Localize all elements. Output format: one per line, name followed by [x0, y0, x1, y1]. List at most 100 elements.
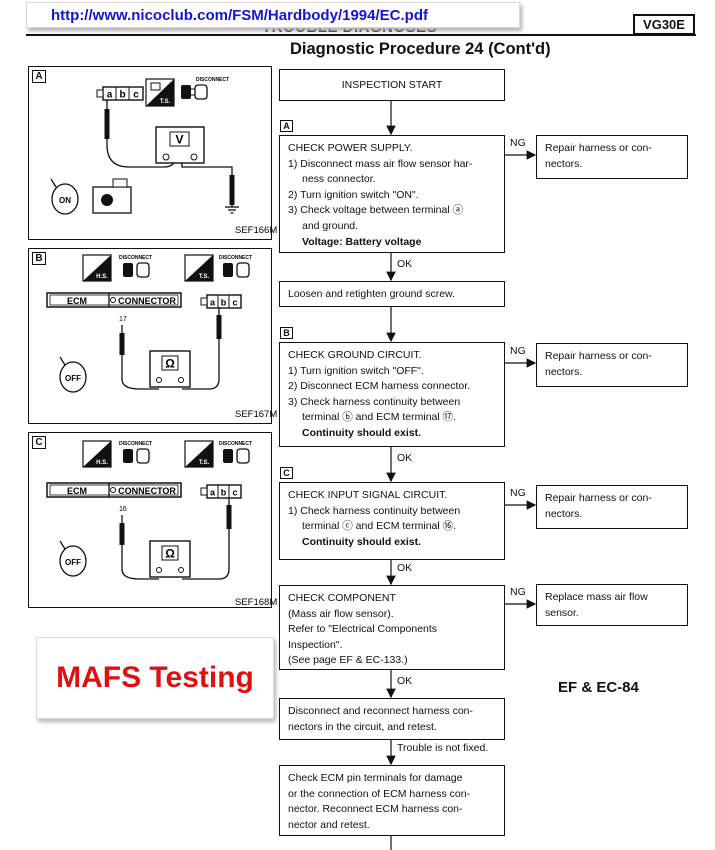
- step-b-ng-label: NG: [510, 345, 526, 357]
- disconnect-retest-box: Disconnect and reconnect harness con- ne…: [279, 698, 505, 740]
- panel-b-meter-symbol: Ω: [165, 357, 175, 371]
- panel-b-disconnect-label-2: DISCONNECT: [219, 255, 252, 261]
- final-check-box: Check ECM pin terminals for damage or th…: [279, 765, 505, 836]
- panel-c-meter-symbol: Ω: [165, 547, 175, 561]
- step-c-ok-label: OK: [397, 562, 413, 574]
- panel-c-ts-label: T.S.: [199, 460, 210, 466]
- panel-tag-a: A: [32, 70, 46, 83]
- not-fixed-label: Trouble is not fixed.: [397, 742, 489, 754]
- diagram-panel-b: B H.S. DISCONNECT T.S. DISCONNECT ECM CO…: [28, 248, 277, 424]
- final-line-2: or the connection of ECM harness con-: [288, 787, 471, 800]
- final-line-3: nector. Reconnect ECM harness con-: [288, 803, 463, 816]
- page-number: EF & EC-84: [558, 679, 639, 696]
- step-b-ng-action-line-1: Repair harness or con-: [545, 350, 652, 362]
- panel-a-diagram: a b c V T.S. DISCONNECT ON SEF166M: [50, 77, 277, 236]
- step-a-line-4: 2) Turn ignition switch "ON".: [288, 188, 419, 201]
- step-b-ok-label: OK: [397, 452, 413, 464]
- panel-b-ecm-label: ECM: [67, 296, 87, 306]
- panel-c-pin-a: a: [210, 488, 216, 498]
- panel-b-ecm-pin: 17: [119, 316, 127, 323]
- component-ng-action-box: Replace mass air flow sensor.: [536, 584, 688, 626]
- component-ng-action-line-2: sensor.: [545, 606, 579, 619]
- check-ground-circuit-box: CHECK GROUND CIRCUIT. 1) Turn ignition s…: [279, 342, 505, 447]
- component-ng-action-line-1: Replace mass air flow: [545, 591, 648, 603]
- step-c-ng-action-box: Repair harness or con- nectors.: [536, 485, 688, 529]
- step-b-tag: B: [280, 327, 293, 339]
- step-c-ng-action-line-1: Repair harness or con-: [545, 492, 652, 504]
- component-line-2: (Mass air flow sensor).: [288, 607, 394, 620]
- step-b-line-1: CHECK GROUND CIRCUIT.: [288, 349, 422, 361]
- step-a-tag: A: [280, 120, 293, 132]
- check-component-box: CHECK COMPONENT (Mass air flow sensor). …: [279, 585, 505, 670]
- step-c-line-3: terminal ⓒ and ECM terminal ⑯.: [302, 520, 457, 533]
- panel-c-disconnect-label-1: DISCONNECT: [119, 441, 152, 447]
- panel-a-pin-a: a: [107, 90, 113, 101]
- loosen-ground-screw-box: Loosen and retighten ground screw.: [279, 281, 505, 307]
- component-line-1: CHECK COMPONENT: [288, 592, 396, 604]
- disconnect-retest-line-1: Disconnect and reconnect harness con-: [288, 705, 474, 717]
- panel-b-ts-label: T.S.: [199, 274, 210, 280]
- step-a-ng-action-line-2: nectors.: [545, 157, 583, 170]
- step-c-ng-action-line-2: nectors.: [545, 507, 583, 520]
- step-a-line-6: and ground.: [302, 219, 359, 232]
- inspection-start-box: INSPECTION START: [279, 69, 505, 101]
- step-c-ng-label: NG: [510, 487, 526, 499]
- panel-c-pin-c: c: [232, 488, 237, 498]
- panel-c-hs-label: H.S.: [96, 460, 108, 466]
- panel-tag-b: B: [32, 252, 46, 265]
- inspection-start-label: INSPECTION START: [341, 79, 443, 91]
- panel-b-ecm-connector-label: CONNECTOR: [118, 296, 176, 306]
- step-a-line-1: CHECK POWER SUPPLY.: [288, 142, 413, 154]
- component-line-4: Inspection".: [288, 638, 343, 651]
- panel-b-pin-a: a: [210, 298, 216, 308]
- source-url-banner[interactable]: http://www.nicoclub.com/FSM/Hardbody/199…: [26, 2, 520, 28]
- panel-a-meter-symbol: V: [175, 133, 183, 147]
- loosen-ground-screw-label: Loosen and retighten ground screw.: [288, 288, 455, 300]
- panel-a-ts-label: T.S.: [160, 99, 171, 105]
- component-line-3: Refer to "Electrical Components: [288, 623, 438, 636]
- component-ng-label: NG: [510, 586, 526, 598]
- check-input-signal-box: CHECK INPUT SIGNAL CIRCUIT. 1) Check har…: [279, 482, 505, 560]
- check-power-supply-box: CHECK POWER SUPPLY. 1) Disconnect mass a…: [279, 135, 505, 253]
- step-b-line-2: 1) Turn ignition switch "OFF".: [288, 364, 424, 377]
- step-a-spec: Voltage: Battery voltage: [302, 235, 422, 248]
- procedure-title: Diagnostic Procedure 24 (Cont'd): [290, 40, 551, 58]
- panel-b-pin-c: c: [232, 298, 237, 308]
- step-a-ng-action-line-1: Repair harness or con-: [545, 142, 652, 154]
- panel-a-pin-c: c: [133, 90, 139, 101]
- diagram-panel-c: C H.S. DISCONNECT T.S. DISCONNECT ECM CO…: [28, 432, 277, 608]
- step-a-line-3: ness connector.: [302, 173, 376, 186]
- step-a-line-2: 1) Disconnect mass air flow sensor har-: [288, 157, 473, 170]
- panel-a-disconnect-label: DISCONNECT: [196, 77, 229, 83]
- panel-a-switch-label: ON: [59, 196, 71, 205]
- step-b-line-5: terminal ⓑ and ECM terminal ⑰.: [302, 411, 457, 424]
- step-a-line-5: 3) Check voltage between terminal ⓐ: [288, 204, 464, 217]
- panel-b-pin-b: b: [221, 298, 227, 308]
- step-a-ng-action-box: Repair harness or con- nectors.: [536, 135, 688, 179]
- panel-c-disconnect-label-2: DISCONNECT: [219, 441, 252, 447]
- step-c-line-2: 1) Check harness continuity between: [288, 504, 461, 517]
- panel-tag-c: C: [32, 436, 46, 449]
- panel-b-diagram: H.S. DISCONNECT T.S. DISCONNECT ECM CONN…: [46, 254, 277, 420]
- panel-c-ref: SEF168M: [235, 597, 277, 608]
- step-c-spec: Continuity should exist.: [302, 535, 422, 548]
- panel-c-ecm-connector-label: CONNECTOR: [118, 486, 176, 496]
- header-rule: [26, 34, 696, 36]
- panel-c-pin-b: b: [221, 488, 227, 498]
- panel-c-switch-label: OFF: [65, 558, 81, 567]
- step-b-ng-action-line-2: nectors.: [545, 365, 583, 378]
- panel-a-ref: SEF166M: [235, 225, 277, 236]
- panel-c-diagram: H.S. DISCONNECT T.S. DISCONNECT ECM CONN…: [46, 440, 277, 608]
- panel-b-switch-label: OFF: [65, 374, 81, 383]
- component-ok-label: OK: [397, 675, 413, 687]
- diagram-panel-a: A a b c V T.S. DISCONNECT ON: [28, 66, 277, 240]
- panel-a-pin-b: b: [119, 90, 125, 101]
- disconnect-retest-line-2: nectors in the circuit, and retest.: [288, 720, 437, 733]
- component-line-5: (See page EF & EC-133.): [288, 654, 408, 667]
- step-b-ng-action-box: Repair harness or con- nectors.: [536, 343, 688, 387]
- step-a-ok-label: OK: [397, 258, 413, 270]
- step-b-line-3: 2) Disconnect ECM harness connector.: [288, 380, 471, 393]
- panel-b-hs-label: H.S.: [96, 274, 108, 280]
- panel-c-ecm-label: ECM: [67, 486, 87, 496]
